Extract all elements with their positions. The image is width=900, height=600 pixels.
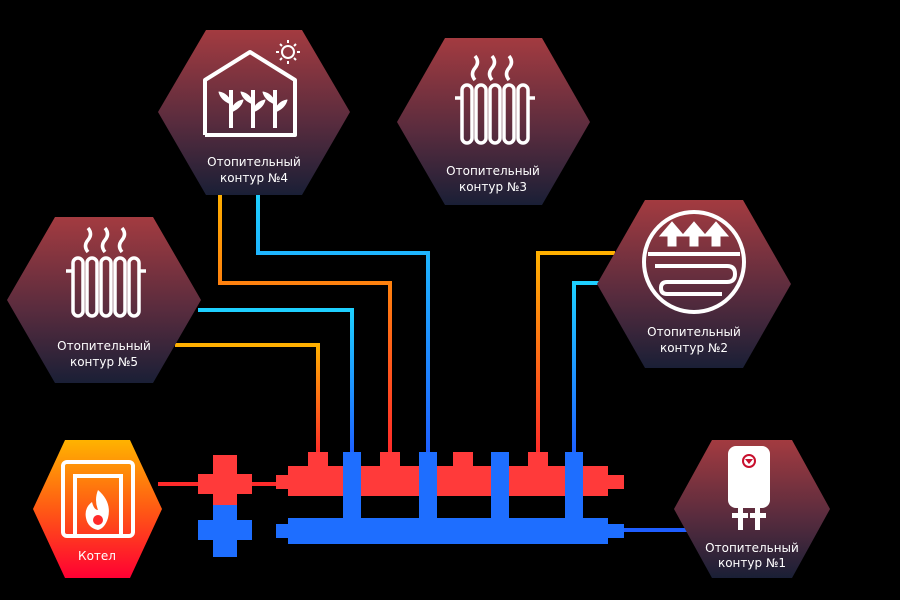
radiator-icon: [455, 54, 535, 145]
pipe-return-c5: [198, 308, 354, 455]
circuit-2-node: Отопительный контур №2: [597, 200, 791, 368]
greenhouse-icon: [203, 50, 297, 137]
pipes-circuit-3: [461, 205, 502, 455]
pipe-supply-c2: [536, 251, 615, 455]
circuit-1-node: Отопительный контур №1: [674, 440, 830, 578]
supply-manifold: [276, 452, 624, 496]
water-heater-icon: [728, 446, 770, 530]
circuit-4-node: Отопительный контур №4: [158, 30, 350, 195]
sun-icon: [276, 40, 300, 64]
radiator-icon: [66, 226, 146, 318]
boiler-flame-icon: [61, 460, 135, 538]
circuit-5-label-line2: контур №5: [70, 355, 138, 369]
circuit-2-label-line2: контур №2: [660, 341, 728, 355]
circuit-1-label-line1: Отопительный: [705, 541, 799, 555]
boiler-node: Котел: [33, 440, 162, 578]
pipes-circuit-4: [218, 192, 430, 455]
underfloor-heating-icon: [642, 210, 746, 314]
pipes-circuit-5: [175, 308, 354, 455]
circuit-5-label-line1: Отопительный: [57, 339, 151, 353]
return-manifold: [276, 452, 624, 544]
circuit-4-label-line2: контур №4: [220, 171, 288, 185]
boiler-label: Котел: [78, 549, 116, 563]
circuit-3-label-line2: контур №3: [459, 180, 527, 194]
hydraulic-separator: [198, 455, 252, 557]
pipe-return-c4: [256, 192, 430, 455]
circuit-3-node: Отопительный контур №3: [397, 38, 590, 205]
pipe-supply-c4: [218, 192, 392, 455]
pipe-supply-c5: [175, 343, 320, 455]
circuit-4-label-line1: Отопительный: [207, 155, 301, 169]
circuit-1-label-line2: контур №1: [718, 556, 786, 570]
circuit-5-node: Отопительный контур №5: [7, 217, 201, 383]
circuit-3-label-line1: Отопительный: [446, 164, 540, 178]
circuit-2-label-line1: Отопительный: [647, 325, 741, 339]
